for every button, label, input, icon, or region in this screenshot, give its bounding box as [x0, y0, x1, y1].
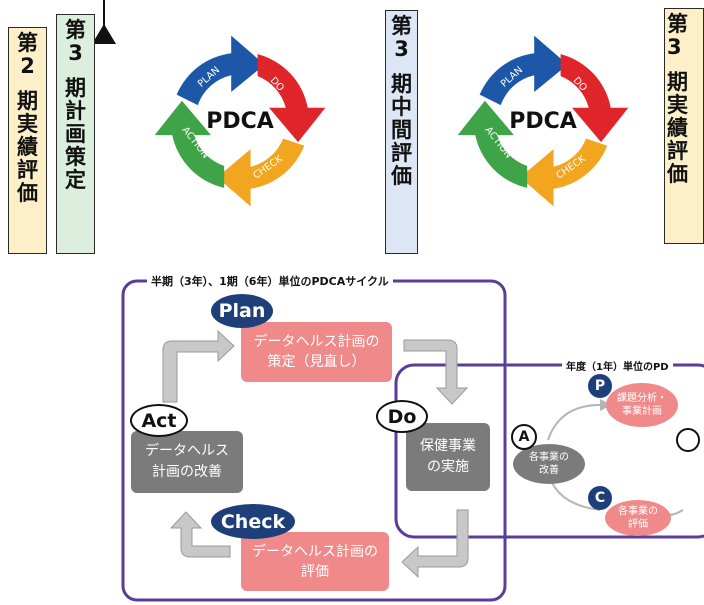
period-char: 期	[391, 72, 412, 96]
period-char: 3	[667, 35, 682, 59]
arrow-do-to-check	[401, 509, 469, 579]
period-char: 価	[17, 181, 38, 205]
a-badge: A	[511, 424, 537, 450]
do-box-line: の実施	[427, 459, 469, 475]
period-char: 価	[667, 162, 688, 186]
arrow-plan-to-do	[403, 339, 469, 405]
period-char: 実	[667, 93, 688, 117]
c-circle-line: 各事業の	[618, 506, 658, 517]
flow-arrows	[162, 329, 469, 579]
do-arrow	[257, 54, 326, 143]
pdca-ring	[457, 35, 629, 207]
period-char: 策	[65, 145, 86, 169]
pdca-center-label: PDCA	[206, 109, 274, 134]
annual-frame-label: 年度（1年）単位のPD	[562, 358, 673, 373]
plan-label: Plan	[211, 294, 273, 328]
check-box-line: 評価	[301, 563, 329, 580]
check-box: データヘルス計画の 評価	[241, 532, 389, 591]
do-box: 保健事業 の実施	[406, 423, 490, 491]
period-box-3rd-results: 第 3 期 実 績 評 価	[664, 8, 704, 244]
period-char: 評	[667, 139, 688, 163]
period-char: 評	[391, 141, 412, 165]
annual-cycle-frame	[394, 363, 704, 539]
arrow-act-to-plan	[162, 329, 235, 403]
timeline-arrow	[92, 0, 116, 44]
period-char: 期	[667, 70, 688, 94]
period-char: 績	[17, 135, 38, 159]
c-circle-line: 評価	[628, 519, 648, 530]
pdca-cycle-icon-left: PDCA PLAN DO CHECK ACTION	[154, 35, 326, 207]
plan-box-line: データヘルス計画の	[253, 334, 380, 350]
pdca-ring	[154, 35, 326, 207]
period-char: 3	[394, 37, 409, 61]
check-arrow	[217, 138, 305, 207]
period-char: 2	[20, 54, 35, 78]
period-box-3rd-midterm: 第 3 期 中 間 評 価	[385, 10, 418, 254]
period-char: 間	[391, 118, 412, 142]
act-box-line: 計画の改善	[152, 464, 222, 480]
p-circle-line: 事業計画	[622, 406, 662, 417]
period-char: 評	[17, 158, 38, 182]
action-arrow	[154, 100, 225, 188]
do-label: Do	[376, 400, 428, 433]
check-arrow	[520, 138, 608, 207]
period-char: 計	[65, 99, 86, 123]
action-arrow	[457, 100, 528, 188]
period-char: 第	[391, 14, 412, 38]
act-box: データヘルス 計画の改善	[131, 431, 243, 493]
c-circle: 各事業の 評価	[605, 500, 671, 536]
period-char: 第	[667, 12, 688, 36]
arrow-a-to-p	[547, 404, 601, 441]
period-box-2nd-results: 第 2 期 実 績 評 価	[8, 27, 47, 254]
check-box-line: データヘルス計画の	[252, 543, 378, 560]
a-circle-line: 改善	[539, 465, 559, 476]
period-char: 第	[65, 18, 86, 42]
plan-arrow	[479, 35, 568, 106]
half-term-frame-label: 半期（3年）、1期（6年）単位のPDCAサイクル	[147, 273, 393, 289]
period-char: 3	[68, 41, 83, 65]
period-box-3rd-plan: 第 3 期 計 画 策 定	[56, 14, 95, 254]
period-char: 実	[17, 112, 38, 136]
period-char: 定	[65, 168, 86, 192]
plan-box: データヘルス計画の 策定（見直し）	[241, 322, 392, 382]
act-label: Act	[130, 404, 188, 437]
plan-arrow	[176, 35, 265, 106]
p-badge: P	[588, 374, 612, 398]
annual-cycle-cut-circle	[676, 428, 700, 452]
pdca-center-label: PDCA	[509, 109, 577, 134]
period-char: 中	[391, 95, 412, 119]
period-char: 第	[17, 31, 38, 55]
period-char: 期	[65, 76, 86, 100]
plan-box-line: 策定（見直し）	[267, 354, 366, 370]
period-char: 価	[391, 164, 412, 188]
check-label: Check	[211, 504, 295, 539]
period-char: 績	[667, 116, 688, 140]
cycle-frames	[121, 279, 704, 602]
p-circle: 課題分析・ 事業計画	[606, 383, 678, 427]
do-arrow	[560, 54, 629, 143]
period-char: 期	[17, 89, 38, 113]
a-circle: 各事業の 改善	[513, 444, 585, 484]
do-box-line: 保健事業	[420, 438, 476, 454]
period-char: 画	[65, 122, 86, 146]
a-circle-line: 各事業の	[529, 452, 569, 463]
act-box-line: データヘルス	[145, 443, 229, 459]
c-badge: C	[588, 486, 612, 510]
pdca-cycle-icon-right: PDCA PLAN DO CHECK ACTION	[457, 35, 629, 207]
p-circle-line: 課題分析・	[617, 393, 667, 404]
arrow-check-to-act	[169, 511, 231, 558]
